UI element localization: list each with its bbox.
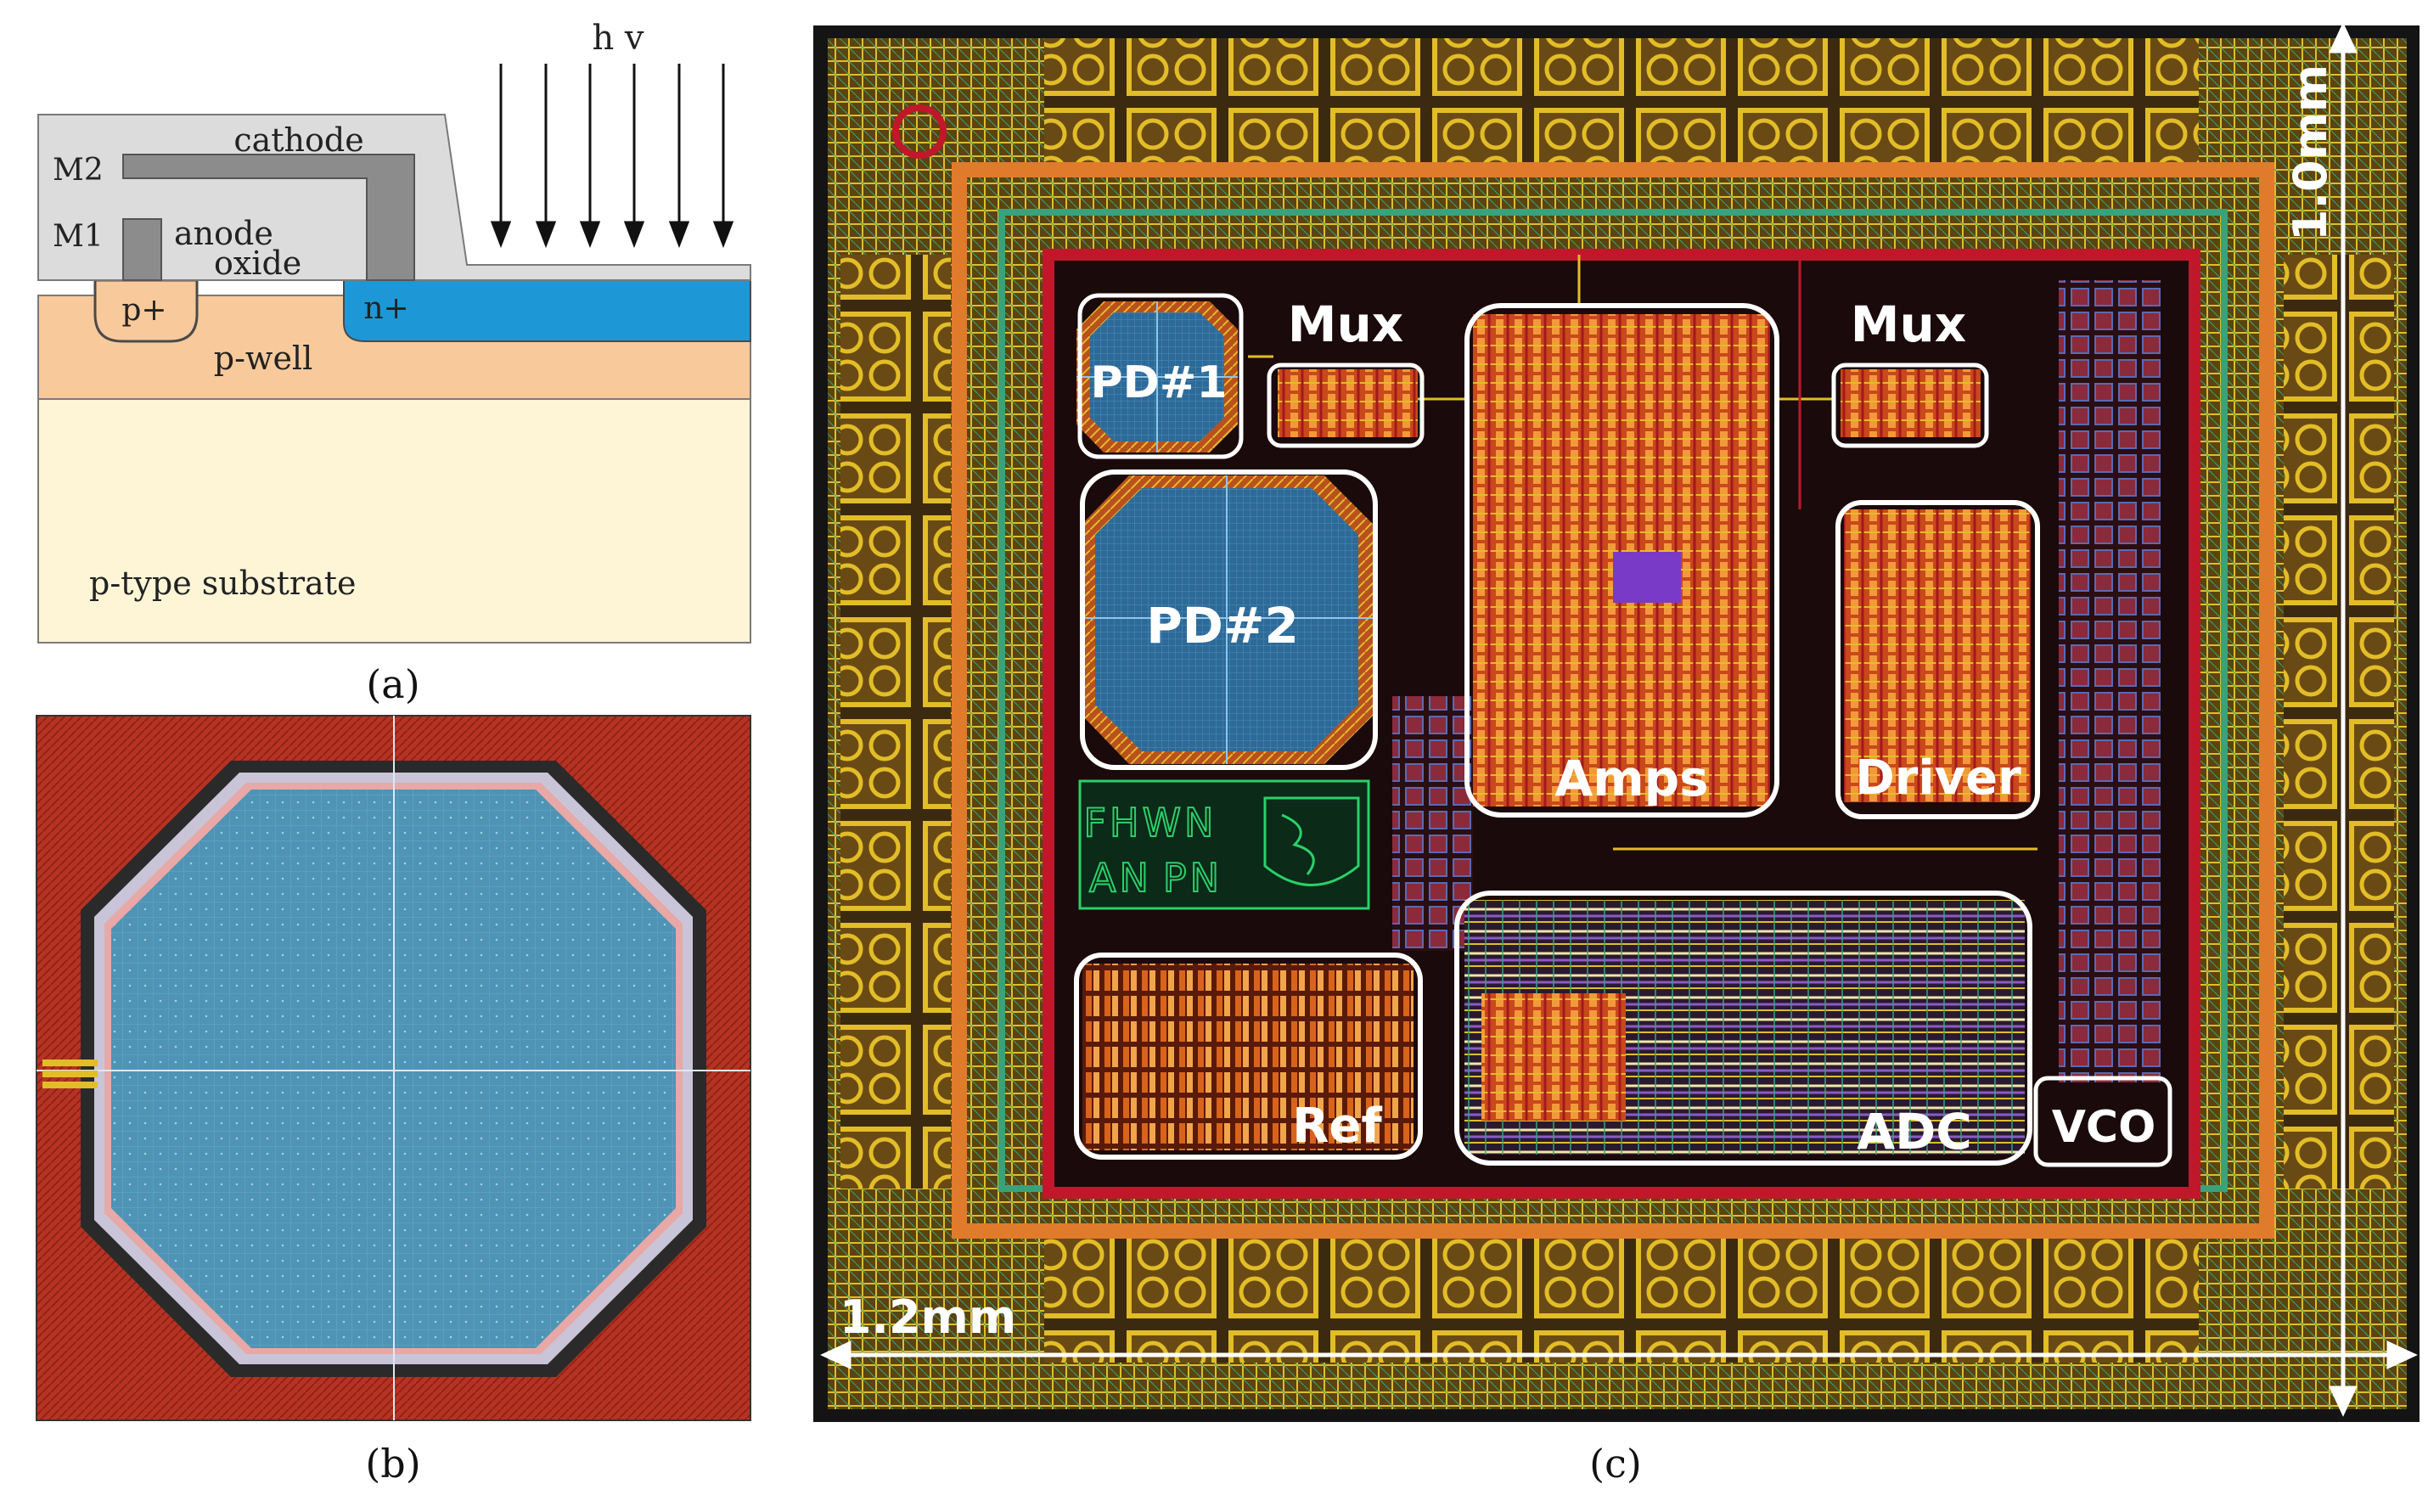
- height-dimension-arrow: [2329, 22, 2358, 1417]
- adc-label: ADC: [1857, 1103, 1972, 1161]
- ref-block: Ref: [1074, 953, 1423, 1160]
- interconnect-lines: [1248, 255, 2037, 876]
- p-plus-region: [93, 278, 199, 343]
- mux-left-label: Mux: [1288, 295, 1403, 353]
- logo-text-2: AN: [1089, 855, 1152, 901]
- m1-label: M1: [53, 219, 104, 254]
- pad-ring-bottom: [1044, 1235, 2199, 1363]
- width-dimension-label: 1.2mm: [840, 1290, 1016, 1344]
- hv-label: h v: [592, 19, 644, 58]
- ref-label: Ref: [1292, 1099, 1382, 1154]
- n-plus-label: n+: [363, 291, 408, 326]
- vco-block: VCO: [2033, 1076, 2172, 1167]
- anode-label: anode: [174, 215, 273, 252]
- mux-right-block: Mux: [1831, 295, 1989, 448]
- panel-b-photodiode-layout: [36, 715, 751, 1421]
- amps-label: Amps: [1554, 750, 1708, 807]
- pad-ring-top: [1044, 38, 2199, 166]
- pd2-label: PD#2: [1146, 597, 1299, 655]
- substrate-label: p-type substrate: [89, 565, 356, 602]
- p-plus-label: p+: [121, 293, 166, 328]
- cathode-label: cathode: [233, 121, 363, 159]
- m1-anode-metal: [122, 218, 162, 281]
- pad-ring-right: [2284, 255, 2394, 1189]
- caption-b: (b): [365, 1441, 420, 1487]
- pad-ring-left: [840, 255, 951, 1189]
- driver-block: Driver: [1835, 500, 2040, 819]
- mux-left-block: Mux: [1267, 295, 1425, 448]
- m2-label: M2: [53, 153, 104, 188]
- caption-c: (c): [1589, 1441, 1642, 1487]
- substrate-layer: [37, 398, 751, 644]
- bond-ring: [952, 162, 2274, 1239]
- adc-block: ADC: [1454, 891, 2032, 1166]
- logo-text-3: PN: [1163, 855, 1222, 901]
- n-plus-region: [343, 279, 751, 342]
- vco-label: VCO: [2052, 1102, 2156, 1153]
- pd1-block: PD#1: [1076, 293, 1244, 459]
- fhwn-logo: FHWN AN PN: [1078, 779, 1370, 910]
- oxide-label: oxide: [214, 245, 301, 282]
- alignment-mark: [892, 104, 947, 159]
- width-dimension-arrow: [820, 1341, 2418, 1369]
- pad-column-right: [2059, 280, 2161, 1138]
- pd2-block: PD#2: [1080, 469, 1378, 770]
- p-well-label: p-well: [214, 340, 313, 377]
- mux-right-label: Mux: [1851, 295, 1966, 353]
- panel-c-chip-layout: PD#1 PD#2 Mux Mux Amps: [813, 22, 2420, 1422]
- pd1-label: PD#1: [1090, 357, 1227, 408]
- driver-label: Driver: [1855, 750, 2021, 806]
- caption-a: (a): [366, 661, 419, 707]
- contact-stub: [42, 1060, 98, 1088]
- light-arrows: [490, 64, 734, 249]
- panel-a-cross-section: h v cathode M2 M1 anode oxide p+ n+ p-we…: [37, 19, 751, 644]
- logo-shield: [1263, 796, 1360, 886]
- logo-text-1: FHWN: [1084, 800, 1217, 846]
- amps-block: Amps: [1464, 303, 1779, 818]
- height-dimension-label: 1.0mm: [2284, 65, 2337, 241]
- m2-cathode-metal: [122, 154, 415, 281]
